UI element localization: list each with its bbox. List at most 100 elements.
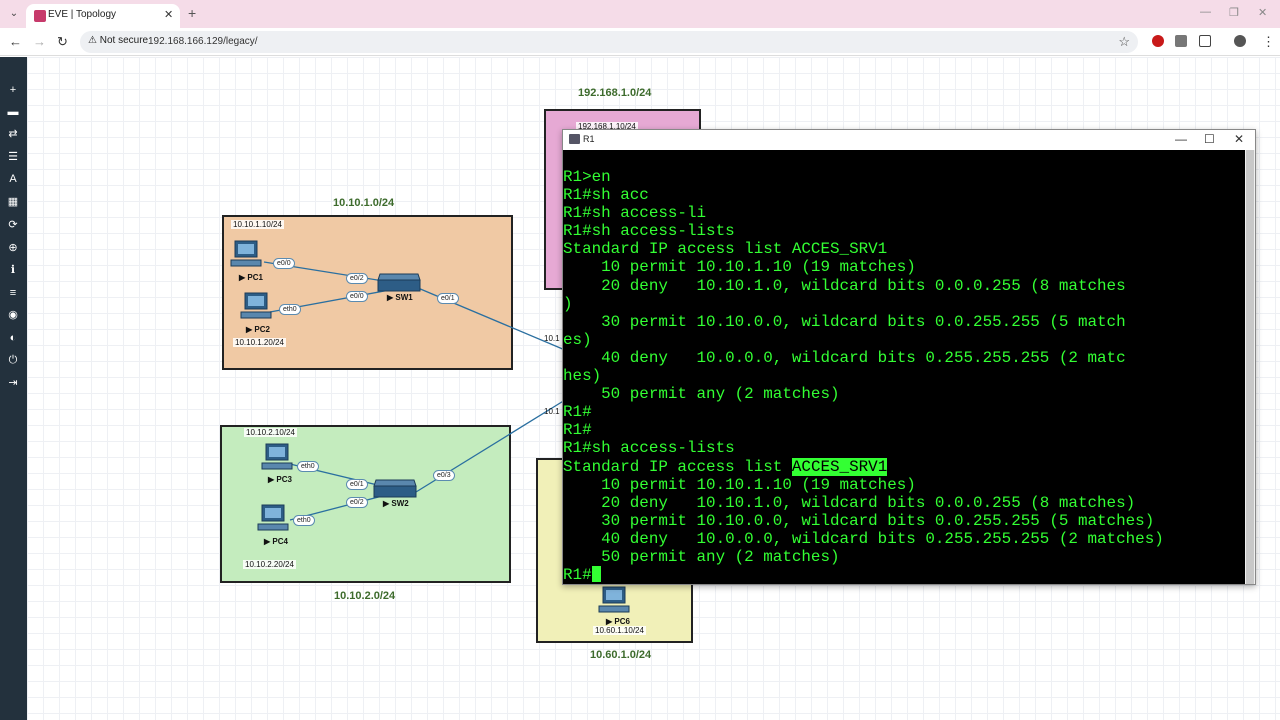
console-line: R1#sh acc — [563, 186, 649, 205]
console-minimize-icon[interactable]: — — [1175, 132, 1187, 146]
console-line: Standard IP access list ACCES_SRV1 — [563, 240, 888, 259]
console-close-icon[interactable]: ✕ — [1234, 132, 1245, 146]
lock-icon[interactable]: ◐ — [9, 332, 17, 344]
console-line: R1# — [563, 403, 592, 422]
pc3-name[interactable]: ▶ PC3 — [268, 475, 292, 484]
networks-icon[interactable]: ⇄ — [8, 128, 18, 140]
sw2-switch-icon[interactable] — [370, 478, 418, 500]
r1-link-label-2: 10.1 — [544, 407, 560, 416]
console-line: 40 deny 10.0.0.0, wildcard bits 0.255.25… — [563, 348, 1126, 367]
not-secure-badge[interactable]: ⚠ Not secure — [88, 35, 149, 46]
pc1-name[interactable]: ▶ PC1 — [239, 273, 263, 282]
back-icon[interactable]: ← — [9, 34, 22, 49]
extension-icon[interactable] — [1175, 35, 1187, 47]
sw1-iface-e0-2[interactable]: e0/2 — [346, 273, 368, 284]
pc1-computer-icon[interactable] — [230, 240, 266, 270]
nodes-icon[interactable]: ▬ — [7, 106, 19, 118]
console-line: 30 permit 10.10.0.0, wildcard bits 0.0.2… — [563, 312, 1126, 331]
r1-address: 192.168.1.10/24 — [576, 122, 638, 131]
sw2-iface-e0-1[interactable]: e0/1 — [346, 479, 368, 490]
puzzle-icon[interactable] — [1199, 35, 1211, 47]
network-label-10-10-2: 10.10.2.0/24 — [334, 590, 396, 602]
console-line: R1#sh access-lists — [563, 439, 735, 458]
profile-avatar[interactable] — [1234, 35, 1246, 47]
zoom-icon[interactable]: ⊕ — [8, 242, 18, 254]
opera-extension-icon[interactable] — [1152, 35, 1164, 47]
reload-icon[interactable]: ↻ — [57, 34, 68, 49]
text-icon[interactable]: A — [9, 173, 17, 185]
pc2-iface[interactable]: eth0 — [279, 304, 301, 315]
grid-icon[interactable]: ▦ — [7, 196, 19, 208]
console-line: R1#sh access-lists — [563, 222, 735, 241]
console-line: 50 permit any (2 matches) — [563, 547, 840, 566]
sw1-iface-e0-0[interactable]: e0/0 — [346, 291, 368, 302]
terminal-cursor — [591, 566, 601, 583]
minimize-icon[interactable]: — — [1200, 6, 1211, 18]
restore-icon[interactable]: ❐ — [1229, 7, 1239, 19]
tab-title: EVE | Topology — [48, 9, 117, 20]
console-line: hes) — [563, 367, 602, 386]
pc2-address: 10.10.1.20/24 — [233, 338, 286, 347]
pc4-computer-icon[interactable] — [257, 504, 293, 534]
r1-link-label-1: 10.1 — [544, 334, 560, 343]
pc3-address: 10.10.2.10/24 — [244, 428, 297, 437]
pc1-iface[interactable]: e0/0 — [273, 258, 295, 269]
pc2-computer-icon[interactable] — [240, 292, 276, 322]
console-scrollbar[interactable] — [1245, 150, 1255, 584]
console-line: 20 deny 10.10.1.0, wildcard bits 0.0.0.2… — [563, 276, 1126, 295]
sw2-iface-e0-3[interactable]: e0/3 — [433, 470, 455, 481]
status-icon[interactable]: ◉ — [8, 309, 18, 321]
pc3-iface[interactable]: eth0 — [297, 461, 319, 472]
info-icon[interactable]: ℹ — [10, 264, 16, 276]
browser-tab[interactable]: EVE | Topology ✕ — [26, 4, 180, 28]
pc4-name[interactable]: ▶ PC4 — [264, 537, 288, 546]
console-line: Standard IP access list ACCES_SRV1 — [563, 457, 888, 476]
network-label-192-168-1: 192.168.1.0/24 — [578, 87, 652, 99]
pc6-name[interactable]: ▶ PC6 — [606, 617, 630, 626]
console-title-bar[interactable]: R1 — ☐ ✕ — [563, 130, 1255, 150]
pc6-address: 10.60.1.10/24 — [593, 626, 646, 635]
notes-icon[interactable]: ≡ — [9, 287, 17, 299]
tab-search-icon[interactable]: ⌄ — [9, 8, 19, 19]
console-line: ) — [563, 294, 573, 313]
sw1-iface-e0-1[interactable]: e0/1 — [437, 293, 459, 304]
logout-icon[interactable]: ⇥ — [8, 377, 18, 389]
console-line: R1# — [563, 421, 592, 440]
startup-configs-icon[interactable]: ☰ — [8, 151, 18, 163]
sw1-name[interactable]: ▶ SW1 — [387, 293, 413, 302]
bookmark-star-icon[interactable]: ☆ — [1118, 34, 1130, 49]
sw1-switch-icon[interactable] — [374, 272, 422, 294]
console-scroll-thumb[interactable] — [1246, 150, 1254, 584]
power-icon[interactable]: ⏻ — [8, 354, 18, 366]
close-window-icon[interactable]: ✕ — [1258, 7, 1268, 19]
console-line: R1>en — [563, 168, 611, 186]
sw2-name[interactable]: ▶ SW2 — [383, 499, 409, 508]
pc6-computer-icon[interactable] — [598, 586, 634, 616]
sw2-iface-e0-2[interactable]: e0/2 — [346, 497, 368, 508]
eve-favicon-icon — [34, 10, 46, 22]
new-tab-icon[interactable]: + — [188, 5, 197, 21]
pc4-iface[interactable]: eth0 — [293, 515, 315, 526]
network-label-10-10-1: 10.10.1.0/24 — [333, 197, 395, 209]
refresh-icon[interactable]: ⟳ — [8, 219, 18, 231]
console-title: R1 — [583, 134, 595, 144]
console-maximize-icon[interactable]: ☐ — [1204, 132, 1215, 146]
console-line: 40 deny 10.0.0.0, wildcard bits 0.255.25… — [563, 529, 1164, 548]
network-label-10-60-1: 10.60.1.0/24 — [590, 649, 652, 661]
url-text: 192.168.166.129/legacy/ — [148, 36, 258, 47]
pc2-name[interactable]: ▶ PC2 — [246, 325, 270, 334]
tab-close-icon[interactable]: ✕ — [164, 9, 174, 21]
console-line: 10 permit 10.10.1.10 (19 matches) — [563, 475, 916, 494]
add-object-icon[interactable]: + — [9, 84, 17, 96]
pc3-computer-icon[interactable] — [261, 443, 297, 473]
console-line: 30 permit 10.10.0.0, wildcard bits 0.0.2… — [563, 511, 1155, 530]
menu-kebab-icon[interactable]: ⋮ — [1262, 34, 1275, 49]
highlighted-acl-name: ACCES_SRV1 — [791, 457, 888, 476]
url-field[interactable]: ⚠ Not secure 192.168.166.129/legacy/ ☆ — [80, 31, 1138, 53]
forward-icon[interactable]: → — [33, 34, 46, 49]
console-line: 20 deny 10.10.1.0, wildcard bits 0.0.0.2… — [563, 493, 1136, 512]
console-line: R1#sh access-li — [563, 204, 707, 223]
address-bar-row: ← → ↻ ⚠ Not secure 192.168.166.129/legac… — [0, 28, 1280, 56]
